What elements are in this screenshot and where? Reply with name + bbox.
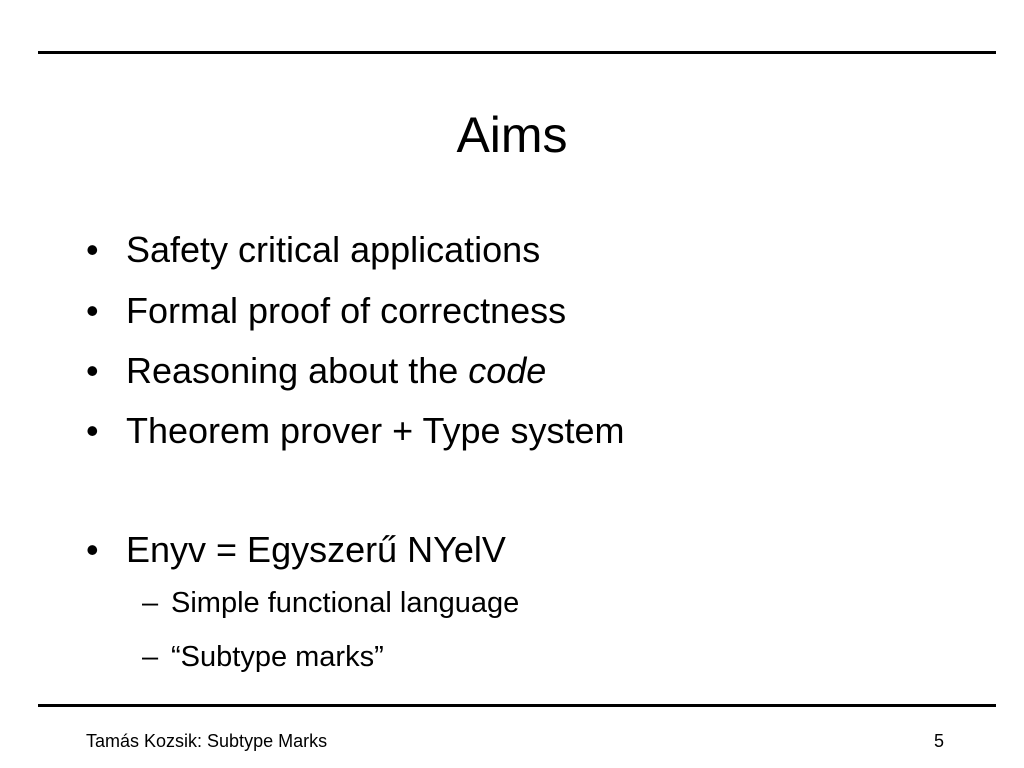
bullet-text: Theorem prover + Type system: [126, 410, 625, 451]
sub-bullet-marker: –: [142, 587, 159, 619]
bullet-emphasis: code: [468, 350, 547, 391]
sub-bullet-item: –Simple functional language: [142, 585, 519, 621]
bullet-marker: •: [86, 350, 99, 391]
bullet-text: Enyv = Egyszerű NYelV: [126, 529, 506, 570]
bottom-divider: [38, 704, 996, 707]
bullet-item: • Enyv = Egyszerű NYelV: [86, 528, 506, 572]
bullet-item: • Reasoning about the code: [86, 349, 546, 393]
bullet-item: • Safety critical applications: [86, 228, 540, 272]
slide-title: Aims: [456, 107, 568, 163]
sub-bullet-text: Simple functional language: [171, 587, 520, 619]
bullet-marker: •: [86, 290, 99, 331]
sub-bullet-item: –“Subtype marks”: [142, 639, 384, 675]
bullet-marker: •: [86, 410, 99, 451]
footer-author-title: Tamás Kozsik: Subtype Marks: [86, 731, 328, 751]
page-number: 5: [933, 731, 944, 751]
bullet-item: • Theorem prover + Type system: [86, 409, 625, 453]
bullet-marker: •: [86, 529, 99, 570]
bullet-marker: •: [86, 229, 99, 270]
sub-bullet-marker: –: [142, 641, 159, 673]
sub-bullet-text: “Subtype marks”: [171, 641, 384, 673]
top-divider: [38, 51, 996, 54]
bullet-text: Reasoning about the: [126, 350, 469, 391]
bullet-item: • Formal proof of correctness: [86, 289, 566, 333]
bullet-text: Safety critical applications: [126, 229, 541, 270]
bullet-text: Formal proof of correctness: [126, 290, 567, 331]
